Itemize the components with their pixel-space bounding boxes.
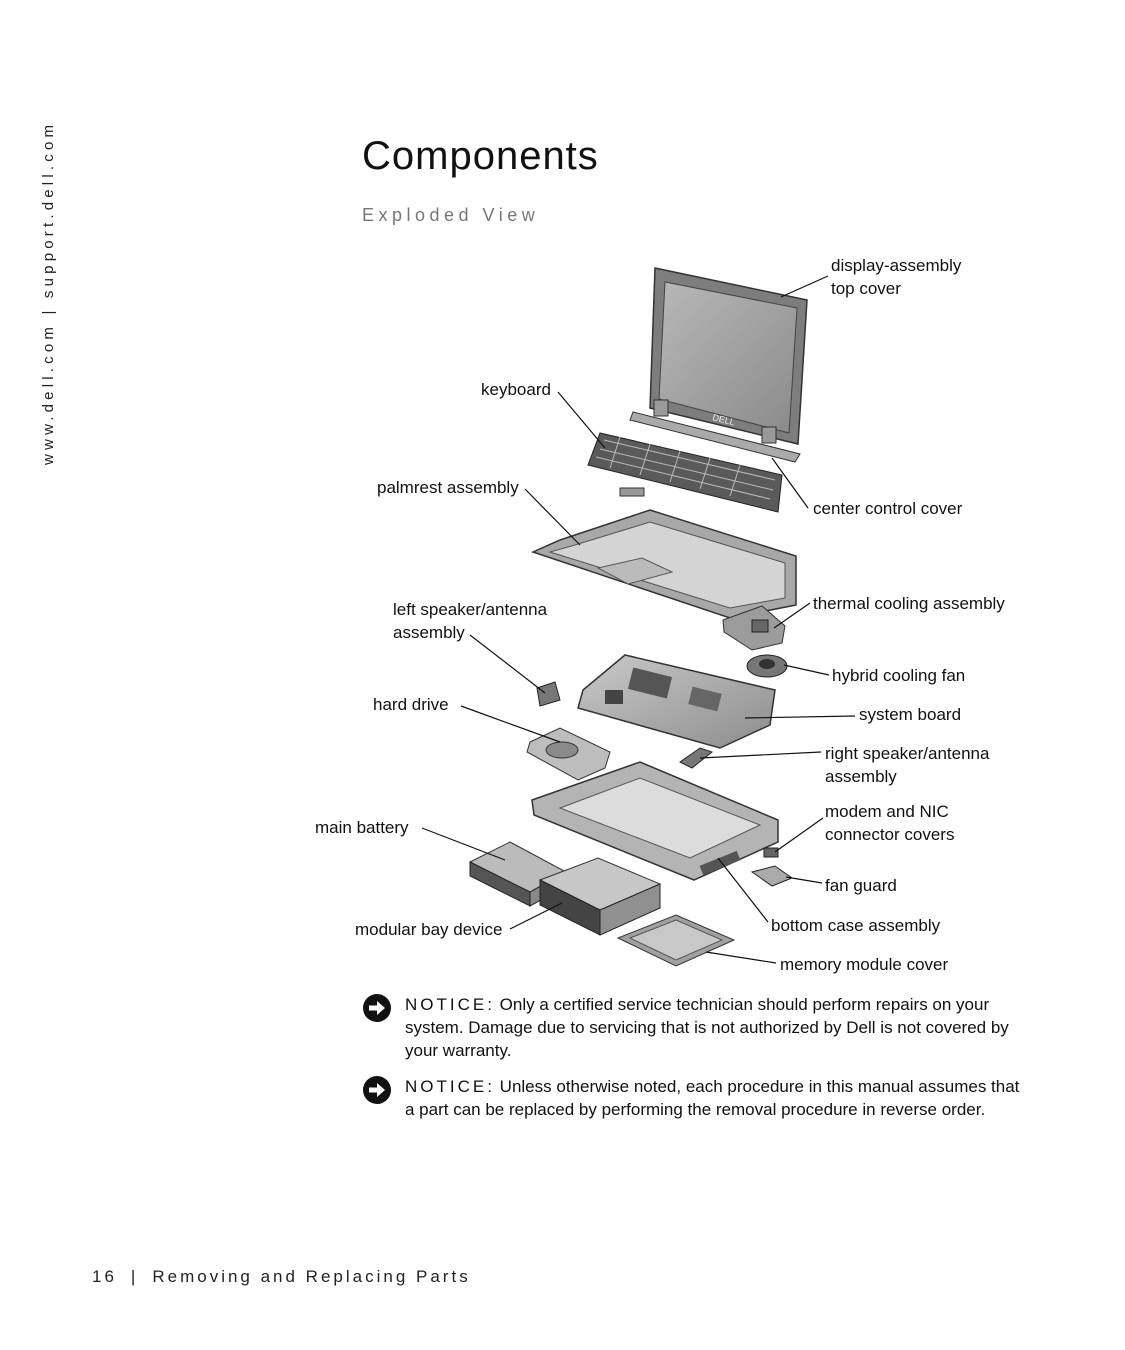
display-assembly: DELL (649, 267, 808, 445)
left-speaker-part (536, 681, 561, 707)
label-main-battery: main battery (315, 818, 409, 837)
label-thermal-cooling: thermal cooling assembly (813, 594, 1005, 613)
palmrest-part (530, 509, 797, 619)
footer-separator: | (130, 1267, 139, 1286)
page-number: 16 (92, 1267, 117, 1286)
center-control-cover (629, 411, 801, 463)
notice-arrow-icon (363, 1076, 391, 1104)
footer-section: Removing and Replacing Parts (152, 1267, 471, 1286)
keyboard-part (587, 432, 783, 513)
right-speaker-part (679, 747, 714, 769)
label-modular-bay: modular bay device (355, 920, 503, 939)
modem-nic-part (763, 847, 779, 858)
memory-cover-part (616, 914, 736, 967)
label-memory-cover: memory module cover (780, 955, 949, 974)
label-center-control-cover: center control cover (813, 499, 963, 518)
notice-text: NOTICE: Unless otherwise noted, each pro… (405, 1077, 1020, 1119)
page-title: Components (362, 134, 599, 178)
label-hybrid-fan: hybrid cooling fan (832, 666, 966, 685)
bottom-case-part (531, 761, 779, 881)
notice-arrow-icon (363, 994, 391, 1022)
label-bottom-case: bottom case assembly (771, 916, 941, 935)
label-right-speaker: right speaker/antenna assembly (825, 744, 990, 786)
system-board-part (577, 654, 776, 749)
fan-guard-part (750, 865, 794, 887)
label-display-top-cover: display-assembly top cover (831, 256, 962, 298)
section-subtitle: Exploded View (362, 205, 540, 225)
modular-bay-part (538, 857, 662, 936)
label-fan-guard: fan guard (825, 876, 897, 895)
label-hard-drive: hard drive (373, 695, 449, 714)
label-palmrest: palmrest assembly (377, 478, 519, 497)
hard-drive-part (526, 727, 611, 781)
label-keyboard: keyboard (481, 380, 551, 399)
leader-lines (421, 275, 856, 964)
notice-text: NOTICE: Only a certified service technic… (405, 995, 1009, 1060)
label-system-board: system board (859, 705, 962, 724)
label-modem-nic: modem and NIC connector covers (825, 802, 955, 844)
label-left-speaker: left speaker/antenna assembly (393, 600, 548, 642)
thermal-cooling-part (722, 605, 786, 651)
page-footer: 16 | Removing and Replacing Parts (92, 1267, 471, 1287)
hybrid-fan-part (746, 654, 788, 678)
